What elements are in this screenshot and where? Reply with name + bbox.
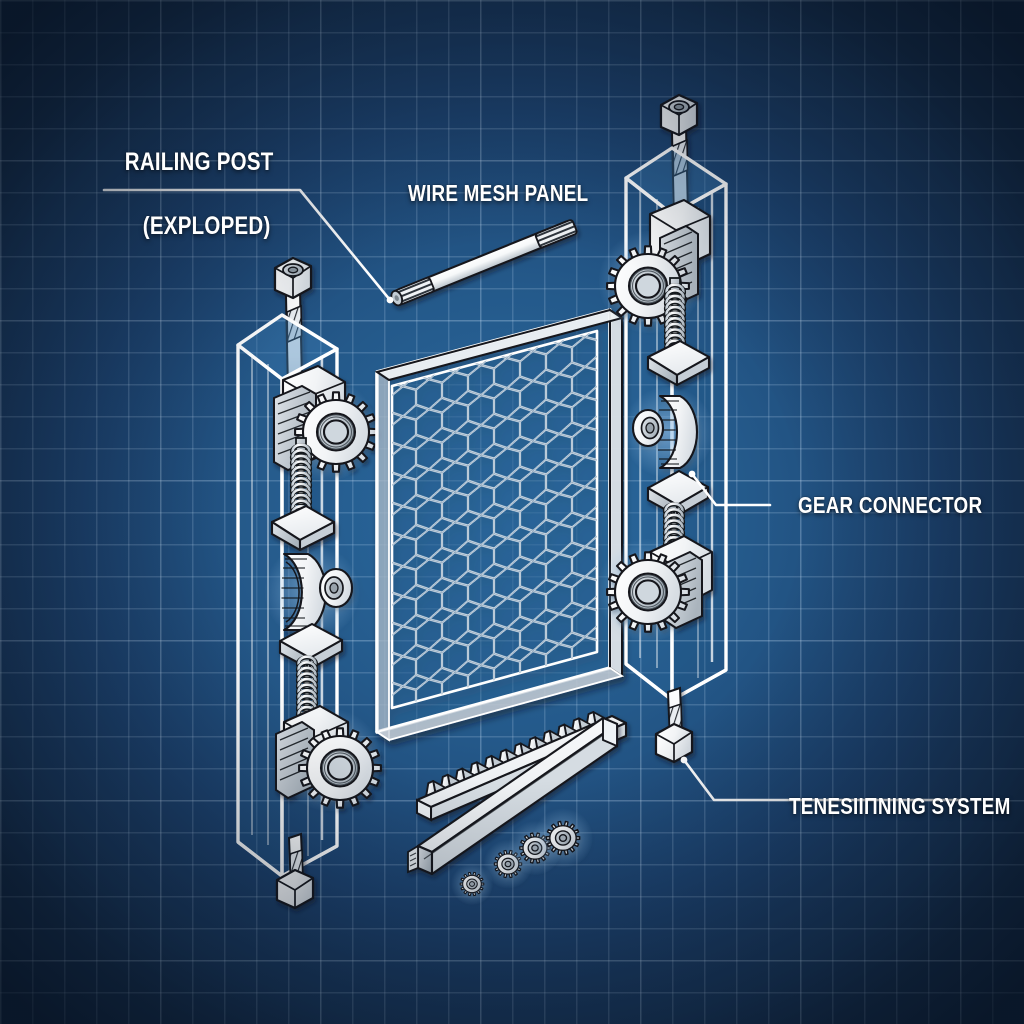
label-tensioning-system-text: TENESIIΠNING SYSTEM xyxy=(788,793,1011,820)
label-wire-mesh-panel: WIRE MESH PANEL xyxy=(386,150,588,238)
gear-hub-right xyxy=(622,386,714,478)
leader-dot-gear-connector xyxy=(688,470,696,478)
label-railing-post-line2: (EXPLOPED) xyxy=(142,212,271,240)
leader-dot-tensioning xyxy=(680,756,688,764)
left-railing-post-assembly xyxy=(236,256,382,910)
label-railing-post-line1: RAILING POST xyxy=(124,148,274,176)
label-gear-connector: GEAR CONNECTOR xyxy=(776,462,982,550)
small-gear xyxy=(533,808,593,868)
label-gear-connector-text: GEAR CONNECTOR xyxy=(797,492,983,519)
gear-connector-left-lower xyxy=(275,704,382,812)
leader-dot-railing-post xyxy=(386,296,394,304)
bottom-nut-right xyxy=(654,686,694,764)
label-tensioning-system: TENESIIΠNING SYSTEM xyxy=(767,763,1011,851)
label-wire-mesh-panel-text: WIRE MESH PANEL xyxy=(407,180,589,207)
label-railing-post: RAILING POST (EXPLOPED) xyxy=(101,114,274,274)
gear-connector-left-upper xyxy=(273,364,378,482)
wire-mesh-panel xyxy=(374,308,625,742)
